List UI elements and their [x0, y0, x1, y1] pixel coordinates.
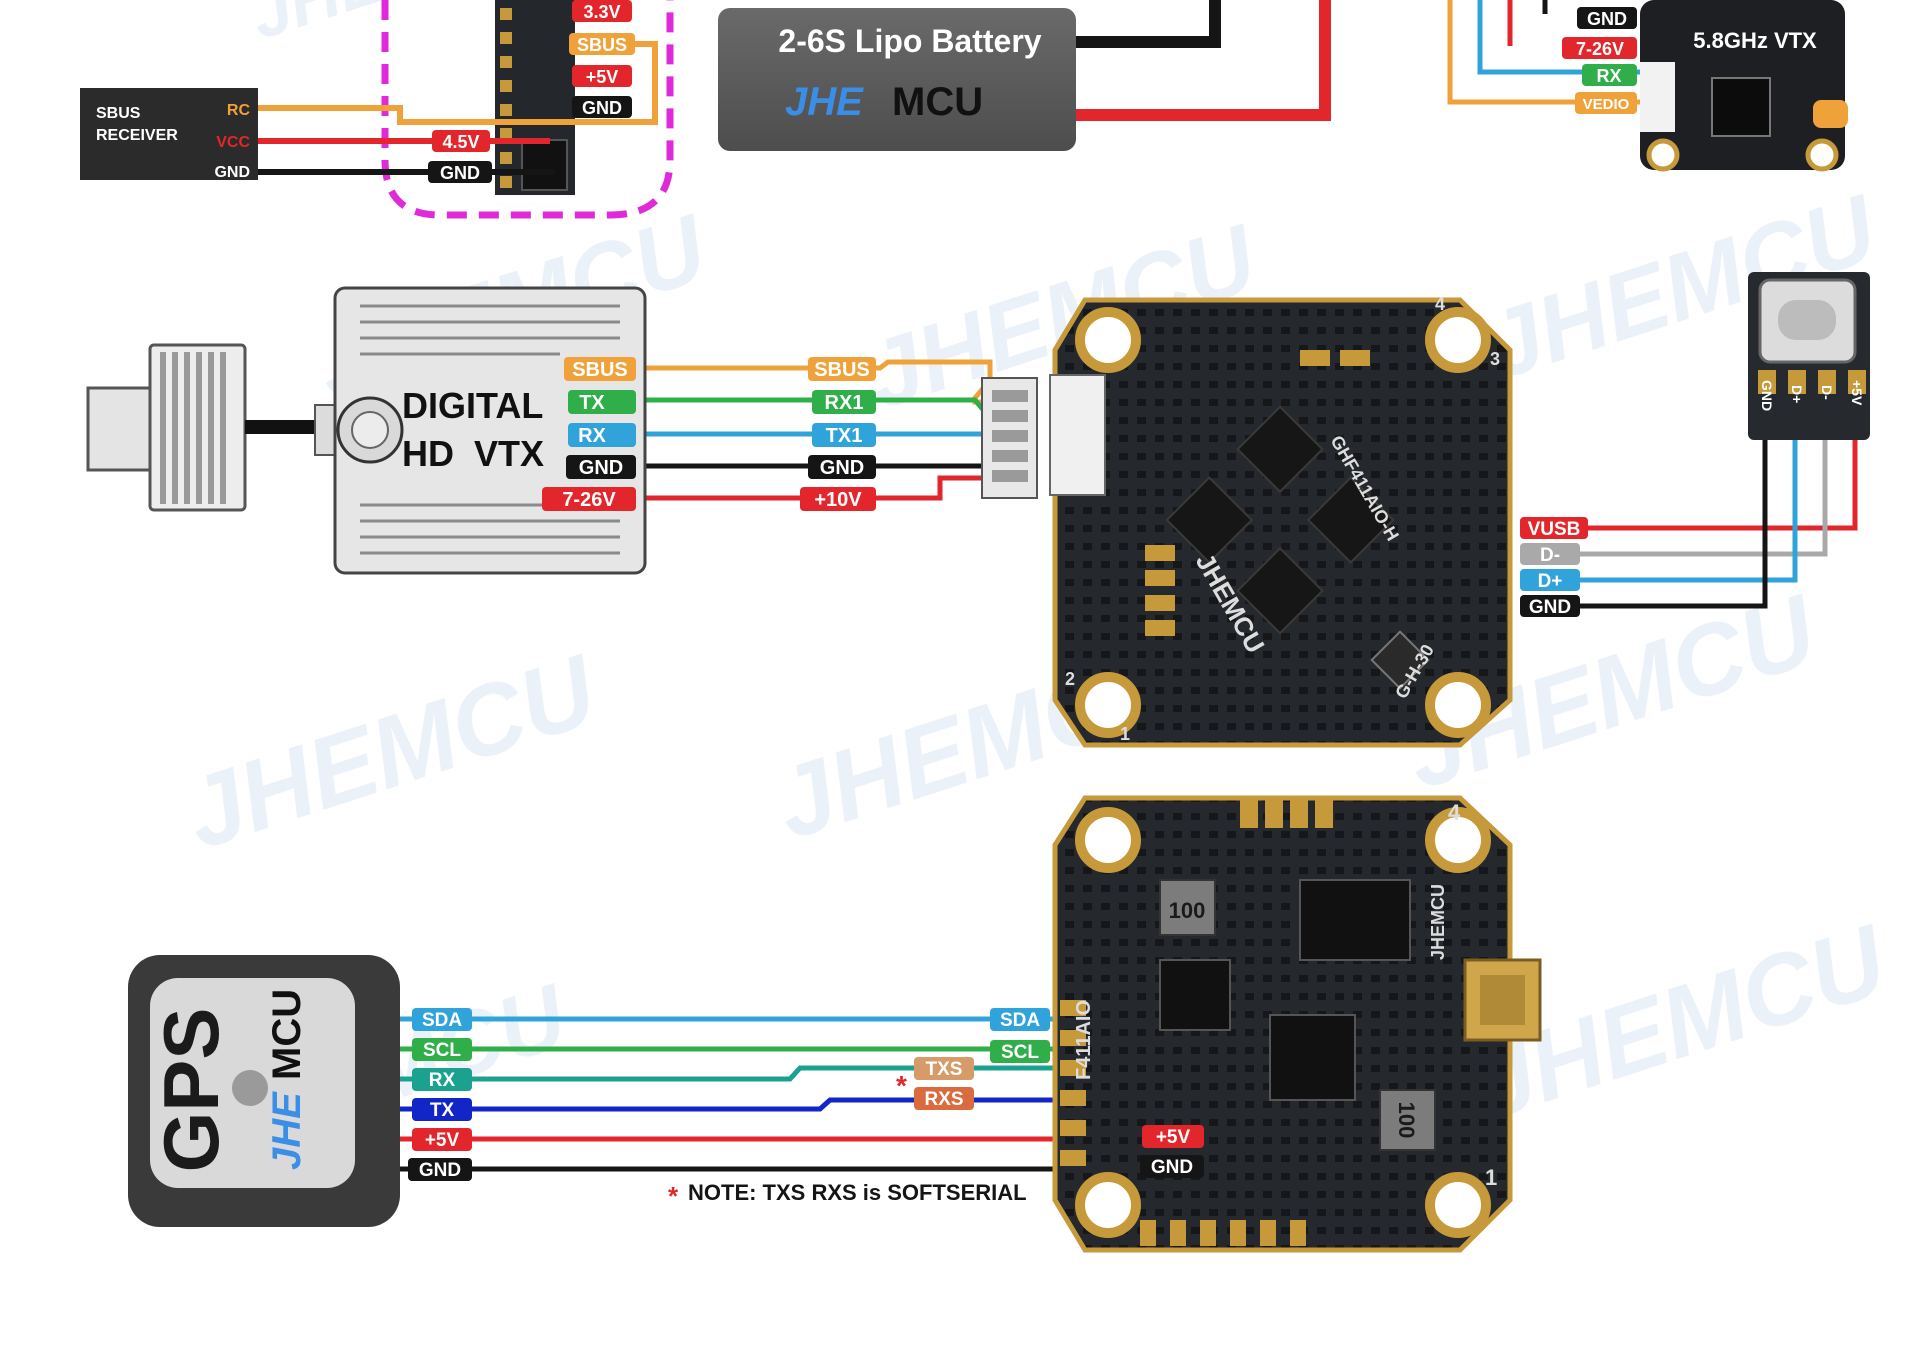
dvtx-right-rx1: RX1 — [825, 392, 864, 414]
fc2-corner-4: 4 — [1448, 800, 1461, 825]
fc1-corner-1: 1 — [1120, 724, 1130, 744]
sbus-receiver-title: SBUS — [96, 105, 141, 122]
top-fc-pad-tags: 3.3V SBUS +5V GND — [569, 0, 635, 118]
gps-right-scl: SCL — [1001, 1042, 1039, 1063]
dvtx-left-sbus: SBUS — [572, 359, 628, 381]
fc1-usb-tags: VUSB D- D+ GND — [1520, 517, 1588, 618]
digital-vtx-right-tags: SBUS RX1 TX1 GND +10V — [800, 357, 876, 511]
lipo-battery: 2-6S Lipo Battery JHE MCU — [718, 8, 1076, 151]
usb-pin-d-plus: D+ — [1789, 385, 1805, 403]
top-fc-strip — [495, 0, 575, 195]
watermark: JHEMCU — [172, 633, 611, 871]
fc2-inductor-2: 100 — [1394, 1102, 1419, 1139]
softserial-note: * NOTE: TXS RXS is SOFTSERIAL — [668, 1180, 1027, 1211]
gps-left-5v: +5V — [425, 1130, 460, 1151]
gps-left-sda: SDA — [422, 1010, 462, 1031]
receiver-wires — [258, 41, 658, 175]
gps-left-gnd: GND — [419, 1160, 461, 1181]
vtx-tag-rx: RX — [1596, 66, 1621, 86]
gps-left-rx: RX — [429, 1070, 456, 1091]
gps-right-5v: +5V — [1156, 1127, 1191, 1148]
gps-brand-mcu: MCU — [265, 989, 309, 1080]
fc-board-1: GHF411AIO-H JHEMCU G-H-30 4 3 2 1 — [1049, 294, 1513, 748]
gps-left-scl: SCL — [423, 1040, 461, 1061]
gps-right-sda: SDA — [1000, 1010, 1040, 1031]
camera — [86, 343, 338, 512]
note-text: NOTE: TXS RXS is SOFTSERIAL — [688, 1180, 1027, 1205]
fc-connector — [981, 377, 1038, 499]
fc1-corner-4: 4 — [1435, 294, 1445, 314]
gps-right-txs: TXS — [926, 1059, 963, 1080]
gps-left-tags: SDA SCL RX TX +5V GND — [408, 1008, 472, 1181]
fc1-tag-d-minus: D- — [1540, 545, 1560, 566]
dvtx-right-sbus: SBUS — [814, 359, 870, 381]
fc1-tag-gnd: GND — [1529, 597, 1571, 618]
fc2-silk: F411AIO — [1073, 1000, 1095, 1080]
fc1-corner-3: 3 — [1490, 349, 1500, 369]
fc2-brand: JHEMCU — [1428, 884, 1448, 960]
fc1-tag-d-plus: D+ — [1538, 571, 1563, 592]
vtx-tag-vedio: VEDIO — [1583, 96, 1630, 113]
receiver-pin-gnd: GND — [214, 164, 250, 181]
gps-module: GPS JHE MCU — [128, 955, 400, 1227]
dvtx-left-rx: RX — [578, 425, 606, 447]
battery-wires — [1075, 0, 1331, 121]
gps-star: * — [896, 1070, 907, 1101]
vtx-tag-7-26v: 7-26V — [1576, 39, 1624, 59]
receiver-pin-vcc: VCC — [216, 134, 250, 151]
digital-vtx-left-tags: SBUS TX RX GND 7-26V — [542, 357, 636, 511]
dvtx-right-gnd: GND — [820, 457, 864, 479]
battery-brand-mcu: MCU — [892, 80, 983, 124]
digital-vtx-title: DIGITAL — [402, 385, 543, 426]
note-star: * — [668, 1181, 679, 1211]
pad-3-3v: 3.3V — [583, 2, 620, 22]
pad-sbus: SBUS — [577, 35, 627, 55]
gps-left-tx: TX — [430, 1100, 455, 1121]
receiver-pin-rc: RC — [227, 102, 251, 119]
tag-4-5v: 4.5V — [442, 132, 479, 152]
usb-pin-gnd: GND — [1759, 380, 1775, 411]
gps-right-gnd: GND — [1151, 1157, 1193, 1178]
fc2-corner-1: 1 — [1485, 1165, 1497, 1190]
pad-5v: +5V — [586, 67, 619, 87]
vtx-tag-gnd: GND — [1587, 9, 1627, 29]
gps-right-tags: SDA SCL TXS RXS * +5V GND — [896, 1008, 1204, 1178]
tag-gnd: GND — [440, 163, 480, 183]
dvtx-right-10v: +10V — [814, 489, 862, 511]
gps-right-rxs: RXS — [924, 1089, 963, 1110]
dvtx-right-tx1: TX1 — [826, 425, 863, 447]
usb-pin-d-minus: D- — [1819, 385, 1835, 400]
analog-vtx-title: 5.8GHz VTX — [1693, 28, 1817, 53]
usb-wires — [1525, 430, 1858, 609]
dvtx-left-gnd: GND — [579, 457, 623, 479]
fc-board-2: 100 100 F411AIO JHEMCU 4 1 — [1052, 795, 1542, 1253]
fc1-tag-vusb: VUSB — [1528, 519, 1581, 540]
sbus-receiver-title-2: RECEIVER — [96, 127, 178, 144]
pad-gnd: GND — [582, 98, 622, 118]
fc2-inductor-1: 100 — [1169, 898, 1206, 923]
usb-breakout-board: GND D+ D- +5V — [1748, 272, 1870, 440]
analog-vtx-board: 5.8GHz VTX — [1640, 0, 1848, 172]
gps-title: GPS — [147, 1008, 235, 1173]
receiver-tags: 4.5V GND — [428, 130, 492, 183]
dvtx-left-tx: TX — [579, 392, 605, 414]
digital-vtx-title-2: HD VTX — [402, 433, 544, 474]
fc1-corner-2: 2 — [1065, 669, 1075, 689]
sbus-receiver: SBUS RECEIVER RC VCC GND — [80, 88, 258, 181]
fc-connector-outline — [381, 0, 674, 219]
battery-title: 2-6S Lipo Battery — [778, 23, 1041, 59]
dvtx-left-7-26v: 7-26V — [562, 489, 616, 511]
usb-pin-5v: +5V — [1849, 380, 1865, 406]
battery-brand-jhe: JHE — [785, 80, 864, 124]
gps-brand-jhe: JHE — [265, 1091, 309, 1170]
analog-vtx-tags: GND 7-26V RX VEDIO — [1562, 7, 1637, 114]
